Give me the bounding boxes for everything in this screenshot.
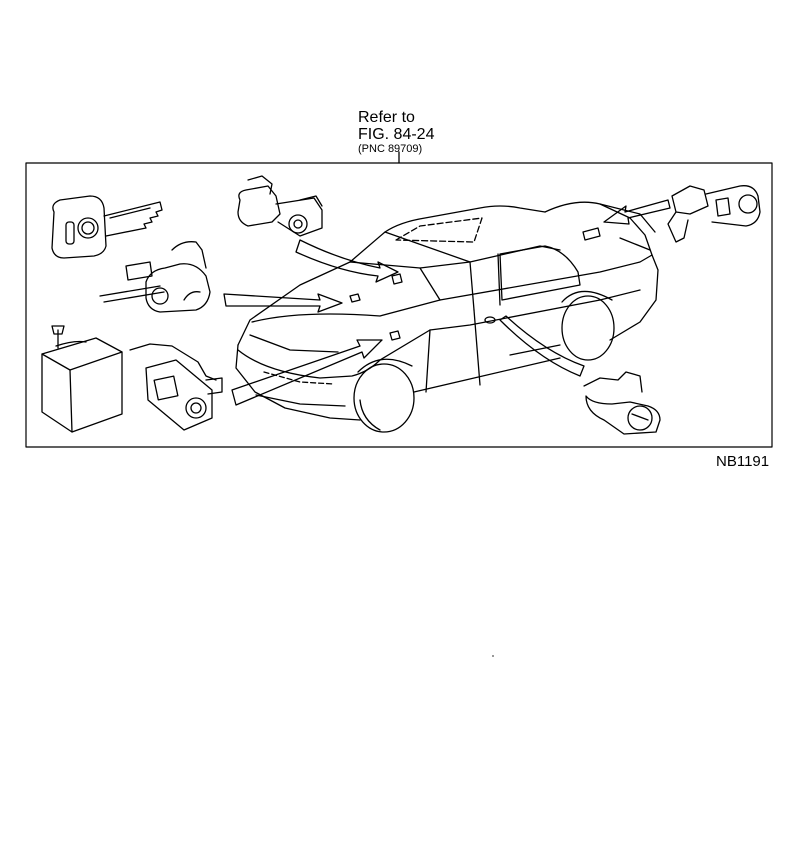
key-icon bbox=[51, 195, 163, 259]
control-unit-icon bbox=[41, 325, 123, 433]
trunk-lock-cylinder-icon bbox=[667, 185, 761, 243]
ignition-switch-icon bbox=[99, 241, 211, 313]
reference-label: Refer to FIG. 84-24 (PNC 89709) bbox=[358, 110, 434, 155]
reference-line-1: Refer to bbox=[358, 109, 415, 126]
reference-figure-number: FIG. 84-24 bbox=[358, 126, 435, 143]
scan-speck bbox=[492, 655, 494, 657]
illustration-code: NB1191 bbox=[716, 453, 770, 470]
rear-lock-cylinder-icon bbox=[583, 371, 661, 435]
arrow-amplifier bbox=[231, 339, 383, 406]
arrow-trunk bbox=[603, 199, 671, 225]
arrow-rear-lock bbox=[499, 315, 585, 377]
leader-arrows bbox=[223, 199, 671, 406]
amplifier-icon bbox=[129, 343, 223, 431]
arrow-ignition bbox=[223, 293, 343, 313]
reference-pnc: (PNC 89709) bbox=[358, 143, 423, 155]
car-illustration bbox=[235, 201, 659, 433]
arrow-door-lock bbox=[295, 239, 399, 283]
door-lock-cylinder-icon bbox=[237, 175, 323, 237]
diagram-frame bbox=[25, 162, 773, 448]
